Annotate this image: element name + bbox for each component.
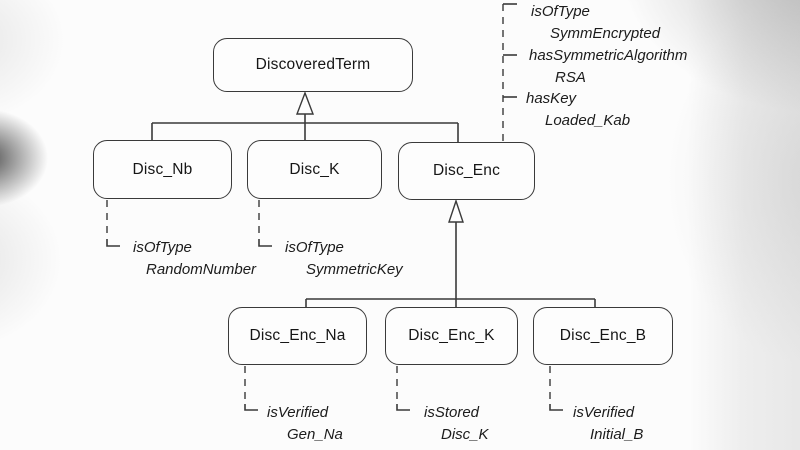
property-name: hasSymmetricAlgorithm [529,47,688,64]
leader-corner-disc-enc-na [244,404,258,411]
property-value: RSA [555,69,586,86]
property-value: Disc_K [441,426,489,443]
leader-corner-disc-enc-b [549,404,563,411]
property-name: isOfType [133,239,192,256]
node-label: Disc_K [289,160,340,178]
property-name: isVerified [573,404,635,421]
node-label: Disc_Enc_B [559,327,647,344]
annotation-disc-k: isOfType SymmetricKey [285,237,403,281]
node-disc-enc-k: Disc_Enc_K [385,307,518,365]
leader-corner-disc-nb [106,239,120,247]
property-name: isOfType [285,239,344,256]
property-name: isStored [424,404,480,421]
property-value: Loaded_Kab [545,112,631,129]
node-disc-k: Disc_K [247,140,382,199]
property-name: isVerified [267,404,329,421]
annotation-disc-enc-k: isStored Disc_K [424,402,489,446]
property-value: SymmetricKey [306,261,403,278]
property-name: hasKey [526,90,577,107]
annotation-disc-enc-isoftype: isOfType SymmEncrypted [531,1,660,45]
generalization-arrow-disc-enc [448,198,464,223]
property-value: SymmEncrypted [550,25,661,42]
node-disc-enc-na: Disc_Enc_Na [228,307,367,365]
property-value: Gen_Na [287,426,343,443]
node-disc-nb: Disc_Nb [93,140,232,199]
property-value: RandomNumber [146,261,257,278]
generalization-arrow-discoveredterm [295,91,315,115]
leader-corner-disc-enc-k [396,404,410,411]
annotation-disc-nb: isOfType RandomNumber [133,237,256,281]
annotation-disc-enc-b: isVerified Initial_B [573,402,643,446]
annotation-disc-enc-haskey: hasKey Loaded_Kab [526,88,630,132]
node-discovered-term: DiscoveredTerm [213,38,413,92]
annotation-disc-enc-na: isVerified Gen_Na [267,402,343,446]
node-label: DiscoveredTerm [255,56,371,73]
node-label: Disc_Nb [132,160,193,178]
node-disc-enc-b: Disc_Enc_B [533,307,673,365]
node-label: Disc_Enc_K [408,327,495,344]
property-name: isOfType [531,3,590,20]
node-label: Disc_Enc [432,162,501,179]
leader-corner-disc-k [258,239,272,247]
node-label: Disc_Enc_Na [249,327,346,344]
annotation-disc-enc-algorithm: hasSymmetricAlgorithm RSA [529,45,687,89]
property-value: Initial_B [590,426,644,443]
node-disc-enc: Disc_Enc [398,142,535,200]
